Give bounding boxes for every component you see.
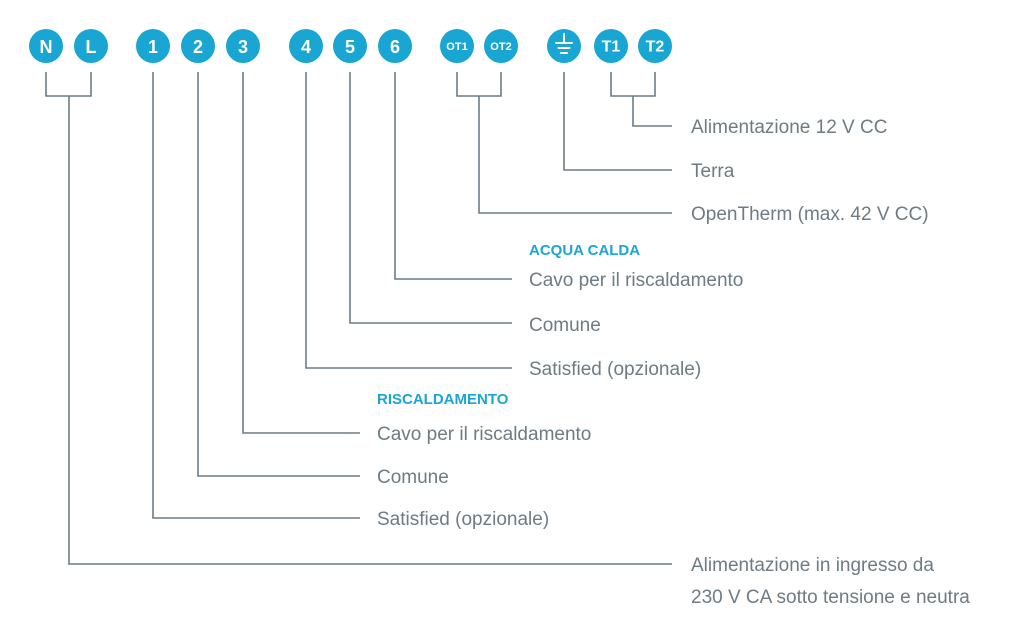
wires — [45, 72, 672, 565]
wire-12v — [610, 72, 672, 127]
terminal-ot2: OT2 — [484, 29, 518, 63]
label-ht-heating-cable: Cavo per il riscaldamento — [377, 424, 591, 445]
terminal-2: 2 — [181, 29, 215, 63]
wire-2 — [197, 72, 360, 477]
svg-text:6: 6 — [390, 37, 400, 57]
wire-6 — [394, 72, 512, 280]
svg-text:N: N — [40, 37, 53, 57]
wire-4 — [305, 72, 512, 369]
terminal-t1: T1 — [594, 29, 628, 63]
label-hw-heating-cable: Cavo per il riscaldamento — [529, 270, 743, 291]
label-hw-common: Comune — [529, 315, 601, 336]
svg-text:3: 3 — [238, 37, 248, 57]
label-mains-line2: 230 V CA sotto tensione e neutra — [691, 587, 970, 608]
label-ht-common: Comune — [377, 467, 449, 488]
svg-text:2: 2 — [193, 37, 203, 57]
header-hot-water: ACQUA CALDA — [529, 242, 640, 259]
terminal-n: N — [29, 29, 63, 63]
svg-text:L: L — [86, 37, 97, 57]
wire-3 — [242, 72, 360, 434]
terminal-t2: T2 — [638, 29, 672, 63]
wire-5 — [349, 72, 512, 324]
label-mains-line1: Alimentazione in ingresso da — [691, 555, 934, 576]
svg-text:T2: T2 — [646, 39, 665, 56]
terminal-4: 4 — [289, 29, 323, 63]
header-heating: RISCALDAMENTO — [377, 391, 509, 408]
terminal-3: 3 — [226, 29, 260, 63]
label-opentherm: OpenTherm (max. 42 V CC) — [691, 204, 929, 225]
svg-text:4: 4 — [301, 37, 311, 57]
terminal-ot1: OT1 — [440, 29, 474, 63]
svg-text:T1: T1 — [602, 39, 621, 56]
svg-text:OT1: OT1 — [446, 41, 467, 53]
label-ht-satisfied: Satisfied (opzionale) — [377, 509, 549, 530]
wire-ground — [563, 72, 672, 171]
terminal-ground — [547, 29, 581, 63]
label-power-12v: Alimentazione 12 V CC — [691, 117, 887, 138]
svg-text:1: 1 — [148, 37, 158, 57]
ground-icon — [555, 33, 573, 54]
terminal-1: 1 — [136, 29, 170, 63]
wire-1 — [152, 72, 360, 519]
wire-opentherm — [456, 72, 672, 214]
terminal-5: 5 — [333, 29, 367, 63]
label-earth: Terra — [691, 161, 735, 182]
svg-text:OT2: OT2 — [490, 41, 511, 53]
label-hw-satisfied: Satisfied (opzionale) — [529, 359, 701, 380]
terminal-6: 6 — [378, 29, 412, 63]
svg-text:5: 5 — [345, 37, 355, 57]
terminal-l: L — [74, 29, 108, 63]
wire-mains — [45, 72, 672, 565]
